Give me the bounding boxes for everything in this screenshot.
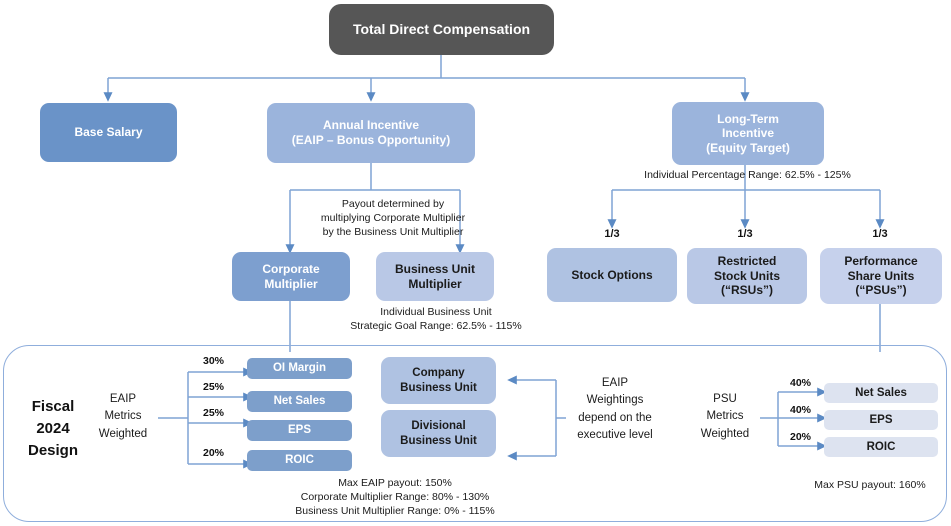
psu-footnote: Max PSU payout: 160%	[814, 479, 926, 491]
node-label-line1: Performance	[844, 254, 918, 269]
node-label-line1: Business Unit	[394, 261, 475, 276]
metric-box-oi-margin[interactable]: OI Margin	[247, 358, 352, 379]
psu-metrics-weighted-label: PSU Metrics Weighted	[700, 393, 750, 440]
node-label-line1: Corporate	[262, 261, 320, 276]
node-label-line2: Share Units	[847, 268, 915, 283]
node-label-line3: (“PSUs”)	[855, 283, 907, 298]
node-annual-incentive[interactable]: Annual Incentive (EAIP – Bonus Opportuni…	[267, 103, 475, 163]
eaip-weightings-note: EAIP Weightings depend on the executive …	[577, 377, 653, 441]
node-label: ROIC	[285, 454, 314, 467]
fraction-psus: 1/3	[872, 228, 888, 240]
fraction-rsus: 1/3	[737, 228, 753, 240]
fraction-stock-options: 1/3	[604, 228, 620, 240]
node-label-line3: (Equity Target)	[706, 140, 790, 155]
node-label-line2: Business Unit	[400, 381, 477, 394]
node-label-line1: Restricted	[717, 254, 777, 269]
weight-net-sales-psu: 40%	[790, 377, 812, 389]
metric-box-net-sales-eaip[interactable]: Net Sales	[247, 391, 352, 412]
node-label-line2: (EAIP – Bonus Opportunity)	[291, 133, 451, 147]
node-label-line1: Divisional	[411, 420, 466, 433]
weight-eps-eaip: 25%	[203, 407, 225, 419]
metric-box-roic-psu[interactable]: ROIC	[824, 437, 938, 457]
eaip-payout-note: Payout determined by multiplying Corpora…	[320, 198, 466, 239]
metric-box-net-sales-psu[interactable]: Net Sales	[824, 383, 938, 403]
node-label-line2: Multiplier	[408, 276, 462, 291]
node-label: EPS	[869, 413, 893, 426]
node-label: Net Sales	[273, 395, 326, 408]
weight-net-sales-eaip: 25%	[203, 381, 225, 393]
node-corporate-multiplier[interactable]: Corporate Multiplier	[232, 252, 350, 301]
node-divisional-business-unit[interactable]: Divisional Business Unit	[381, 410, 496, 457]
metric-box-eps-eaip[interactable]: EPS	[247, 420, 352, 441]
node-label-line2: Business Unit	[400, 434, 477, 447]
node-label-line1: Stock Options	[571, 267, 653, 282]
node-label-line2: Incentive	[721, 126, 775, 141]
weight-oi-margin: 30%	[203, 355, 225, 367]
metric-box-eps-psu[interactable]: EPS	[824, 410, 938, 430]
metric-box-roic-eaip[interactable]: ROIC	[247, 450, 352, 471]
eaip-metrics-weighted-label: EAIP Metrics Weighted	[98, 393, 148, 440]
node-stock-options[interactable]: Stock Options	[547, 248, 677, 302]
weight-roic-eaip: 20%	[203, 447, 225, 459]
weight-roic-psu: 20%	[790, 431, 812, 443]
node-restricted-stock-units[interactable]: Restricted Stock Units (“RSUs”)	[687, 248, 807, 304]
node-company-business-unit[interactable]: Company Business Unit	[381, 357, 496, 404]
lti-range-note: Individual Percentage Range: 62.5% - 125…	[644, 169, 851, 181]
panel-title-fiscal-2024-design: Fiscal 2024 Design	[27, 398, 78, 459]
node-base-salary[interactable]: Base Salary	[40, 103, 177, 162]
node-label: ROIC	[866, 440, 896, 453]
node-label: Net Sales	[855, 386, 907, 399]
node-label-line1: Long-Term	[717, 111, 779, 126]
node-label-line3: (“RSUs”)	[720, 283, 773, 298]
business-unit-range-note: Individual Business Unit Strategic Goal …	[350, 306, 522, 333]
fiscal-design-panel	[3, 345, 947, 522]
node-label: OI Margin	[272, 362, 327, 375]
node-performance-share-units[interactable]: Performance Share Units (“PSUs”)	[820, 248, 942, 304]
node-label-line2: Stock Units	[713, 268, 780, 283]
node-label: EPS	[287, 424, 311, 437]
node-label-line1: Company	[412, 367, 465, 380]
node-total-direct-compensation[interactable]: Total Direct Compensation	[329, 4, 554, 55]
node-label-line2: Multiplier	[264, 276, 318, 291]
node-label-line1: Annual Incentive	[322, 118, 420, 133]
eaip-footnote: Max EAIP payout: 150% Corporate Multipli…	[295, 477, 495, 518]
node-label: Total Direct Compensation	[352, 20, 531, 37]
node-label: Base Salary	[74, 125, 143, 140]
node-business-unit-multiplier[interactable]: Business Unit Multiplier	[376, 252, 494, 301]
weight-eps-psu: 40%	[790, 404, 812, 416]
node-long-term-incentive[interactable]: Long-Term Incentive (Equity Target)	[672, 102, 824, 165]
